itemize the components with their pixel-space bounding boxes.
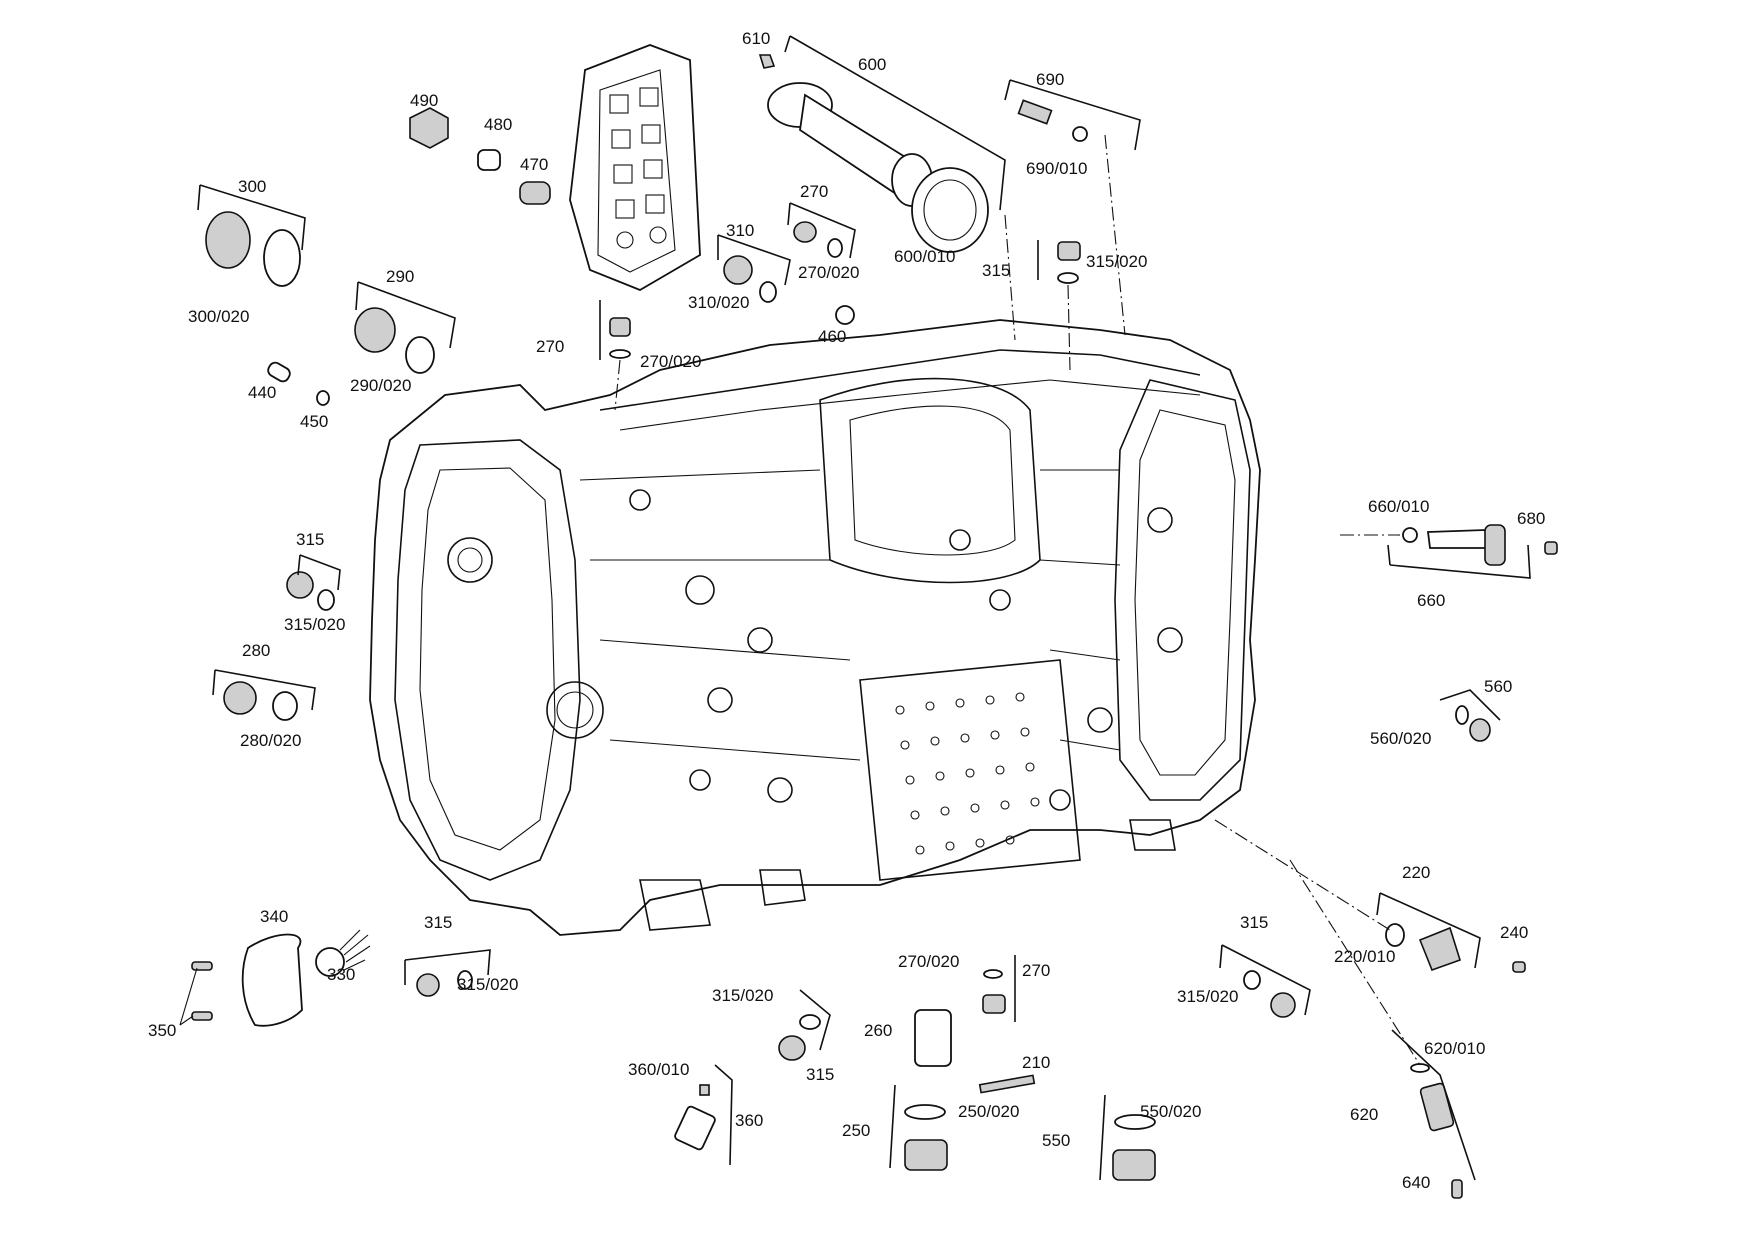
callout-315-020-br: 315/020 [1177, 987, 1238, 1006]
ring-460-part [835, 305, 855, 325]
callout-315-020-top: 315/020 [1086, 252, 1147, 271]
plug-315-br-part [1243, 970, 1296, 1018]
bolt-240-part [1512, 961, 1526, 973]
nut-490-part [409, 107, 449, 149]
callout-310-020: 310/020 [688, 293, 749, 312]
plug-270-top-part [793, 221, 843, 258]
bolt-350a-part [191, 961, 213, 971]
callout-315-020-bl: 315/020 [457, 975, 518, 994]
bolt-640-part [1451, 1179, 1463, 1199]
plug-270-mid-part [609, 317, 631, 359]
callout-300: 300 [238, 177, 266, 196]
cover-290-part [354, 307, 435, 374]
plug-315-top-part [1057, 241, 1081, 284]
sensor-220-part [1385, 923, 1461, 972]
callout-610: 610 [742, 29, 770, 48]
callout-300-020: 300/020 [188, 307, 249, 326]
callout-270-top: 270 [800, 182, 828, 201]
sensor-620-part [1410, 1063, 1455, 1132]
callout-350: 350 [148, 1021, 176, 1040]
callout-250-020: 250/020 [958, 1102, 1019, 1121]
plug-250-part [904, 1104, 948, 1171]
plug-315-left-part [286, 571, 335, 611]
callout-680: 680 [1517, 509, 1545, 528]
callout-560: 560 [1484, 677, 1512, 696]
plug-315-bl-part [416, 970, 473, 997]
callout-290: 290 [386, 267, 414, 286]
plug-680-part [1544, 541, 1558, 555]
callout-270-020-mid: 270/020 [640, 352, 701, 371]
cover-300-part [205, 211, 301, 287]
pin-440-part [267, 361, 291, 383]
plug-470-part [519, 181, 551, 205]
callout-440: 440 [248, 383, 276, 402]
callout-270-020-top: 270/020 [798, 263, 859, 282]
callout-690: 690 [1036, 70, 1064, 89]
callout-490: 490 [410, 91, 438, 110]
ring-450-part [316, 390, 330, 406]
plug-315-bm-part [778, 1014, 821, 1061]
callout-330: 330 [327, 965, 355, 984]
callout-220: 220 [1402, 863, 1430, 882]
callout-270-020-bottom: 270/020 [898, 952, 959, 971]
callout-660: 660 [1417, 591, 1445, 610]
callout-460: 460 [818, 327, 846, 346]
callout-550-020: 550/020 [1140, 1102, 1201, 1121]
plug-310-part [723, 255, 777, 303]
callout-315-020-bm: 315/020 [712, 986, 773, 1005]
callout-240: 240 [1500, 923, 1528, 942]
plug-270-bottom-part [982, 969, 1006, 1014]
valve-block [569, 44, 701, 291]
plug-550-part [1112, 1114, 1156, 1181]
bolt-350b-part [191, 1011, 213, 1021]
gasket-210-part [978, 1074, 1036, 1094]
callout-315-bm: 315 [806, 1065, 834, 1084]
callout-315-top: 315 [982, 261, 1010, 280]
callout-280: 280 [242, 641, 270, 660]
bolt-610-part [758, 54, 776, 69]
callout-600: 600 [858, 55, 886, 74]
callout-270-mid: 270 [536, 337, 564, 356]
callout-660-010: 660/010 [1368, 497, 1429, 516]
callout-600-010: 600/010 [894, 247, 955, 266]
callout-315-left: 315 [296, 530, 324, 549]
callout-360: 360 [735, 1111, 763, 1130]
callout-690-010: 690/010 [1026, 159, 1087, 178]
callout-315-020-left: 315/020 [284, 615, 345, 634]
callout-360-010: 360/010 [628, 1060, 689, 1079]
callout-280-020: 280/020 [240, 731, 301, 750]
callout-560-020: 560/020 [1370, 729, 1431, 748]
callout-640: 640 [1402, 1173, 1430, 1192]
callout-310: 310 [726, 221, 754, 240]
callout-480: 480 [484, 115, 512, 134]
plate-340-part [241, 933, 303, 1027]
callout-270-bottom: 270 [1022, 961, 1050, 980]
transmission-housing [369, 319, 1261, 936]
plug-480-part [477, 149, 501, 171]
switch-360-part [674, 1084, 716, 1151]
callout-260: 260 [864, 1021, 892, 1040]
callout-250: 250 [842, 1121, 870, 1140]
callout-labels: 610 600 690 490 480 470 690/010 300 270 … [148, 29, 1545, 1192]
sensor-690-part [1017, 99, 1088, 142]
callout-315-bl: 315 [424, 913, 452, 932]
plunger-260-part [914, 1009, 952, 1067]
callout-620: 620 [1350, 1105, 1378, 1124]
callout-550: 550 [1042, 1131, 1070, 1150]
callout-620-010: 620/010 [1424, 1039, 1485, 1058]
harness-330-part [315, 929, 371, 977]
callout-290-020: 290/020 [350, 376, 411, 395]
callout-470: 470 [520, 155, 548, 174]
callout-220-010: 220/010 [1334, 947, 1395, 966]
tube-600-part [767, 82, 989, 253]
callout-315-br: 315 [1240, 913, 1268, 932]
callout-340: 340 [260, 907, 288, 926]
plug-280-part [223, 681, 298, 721]
plug-560-part [1455, 705, 1491, 742]
callout-210: 210 [1022, 1053, 1050, 1072]
pipe-660-part [1402, 524, 1506, 566]
leader-lines [179, 35, 1531, 1181]
callout-450: 450 [300, 412, 328, 431]
